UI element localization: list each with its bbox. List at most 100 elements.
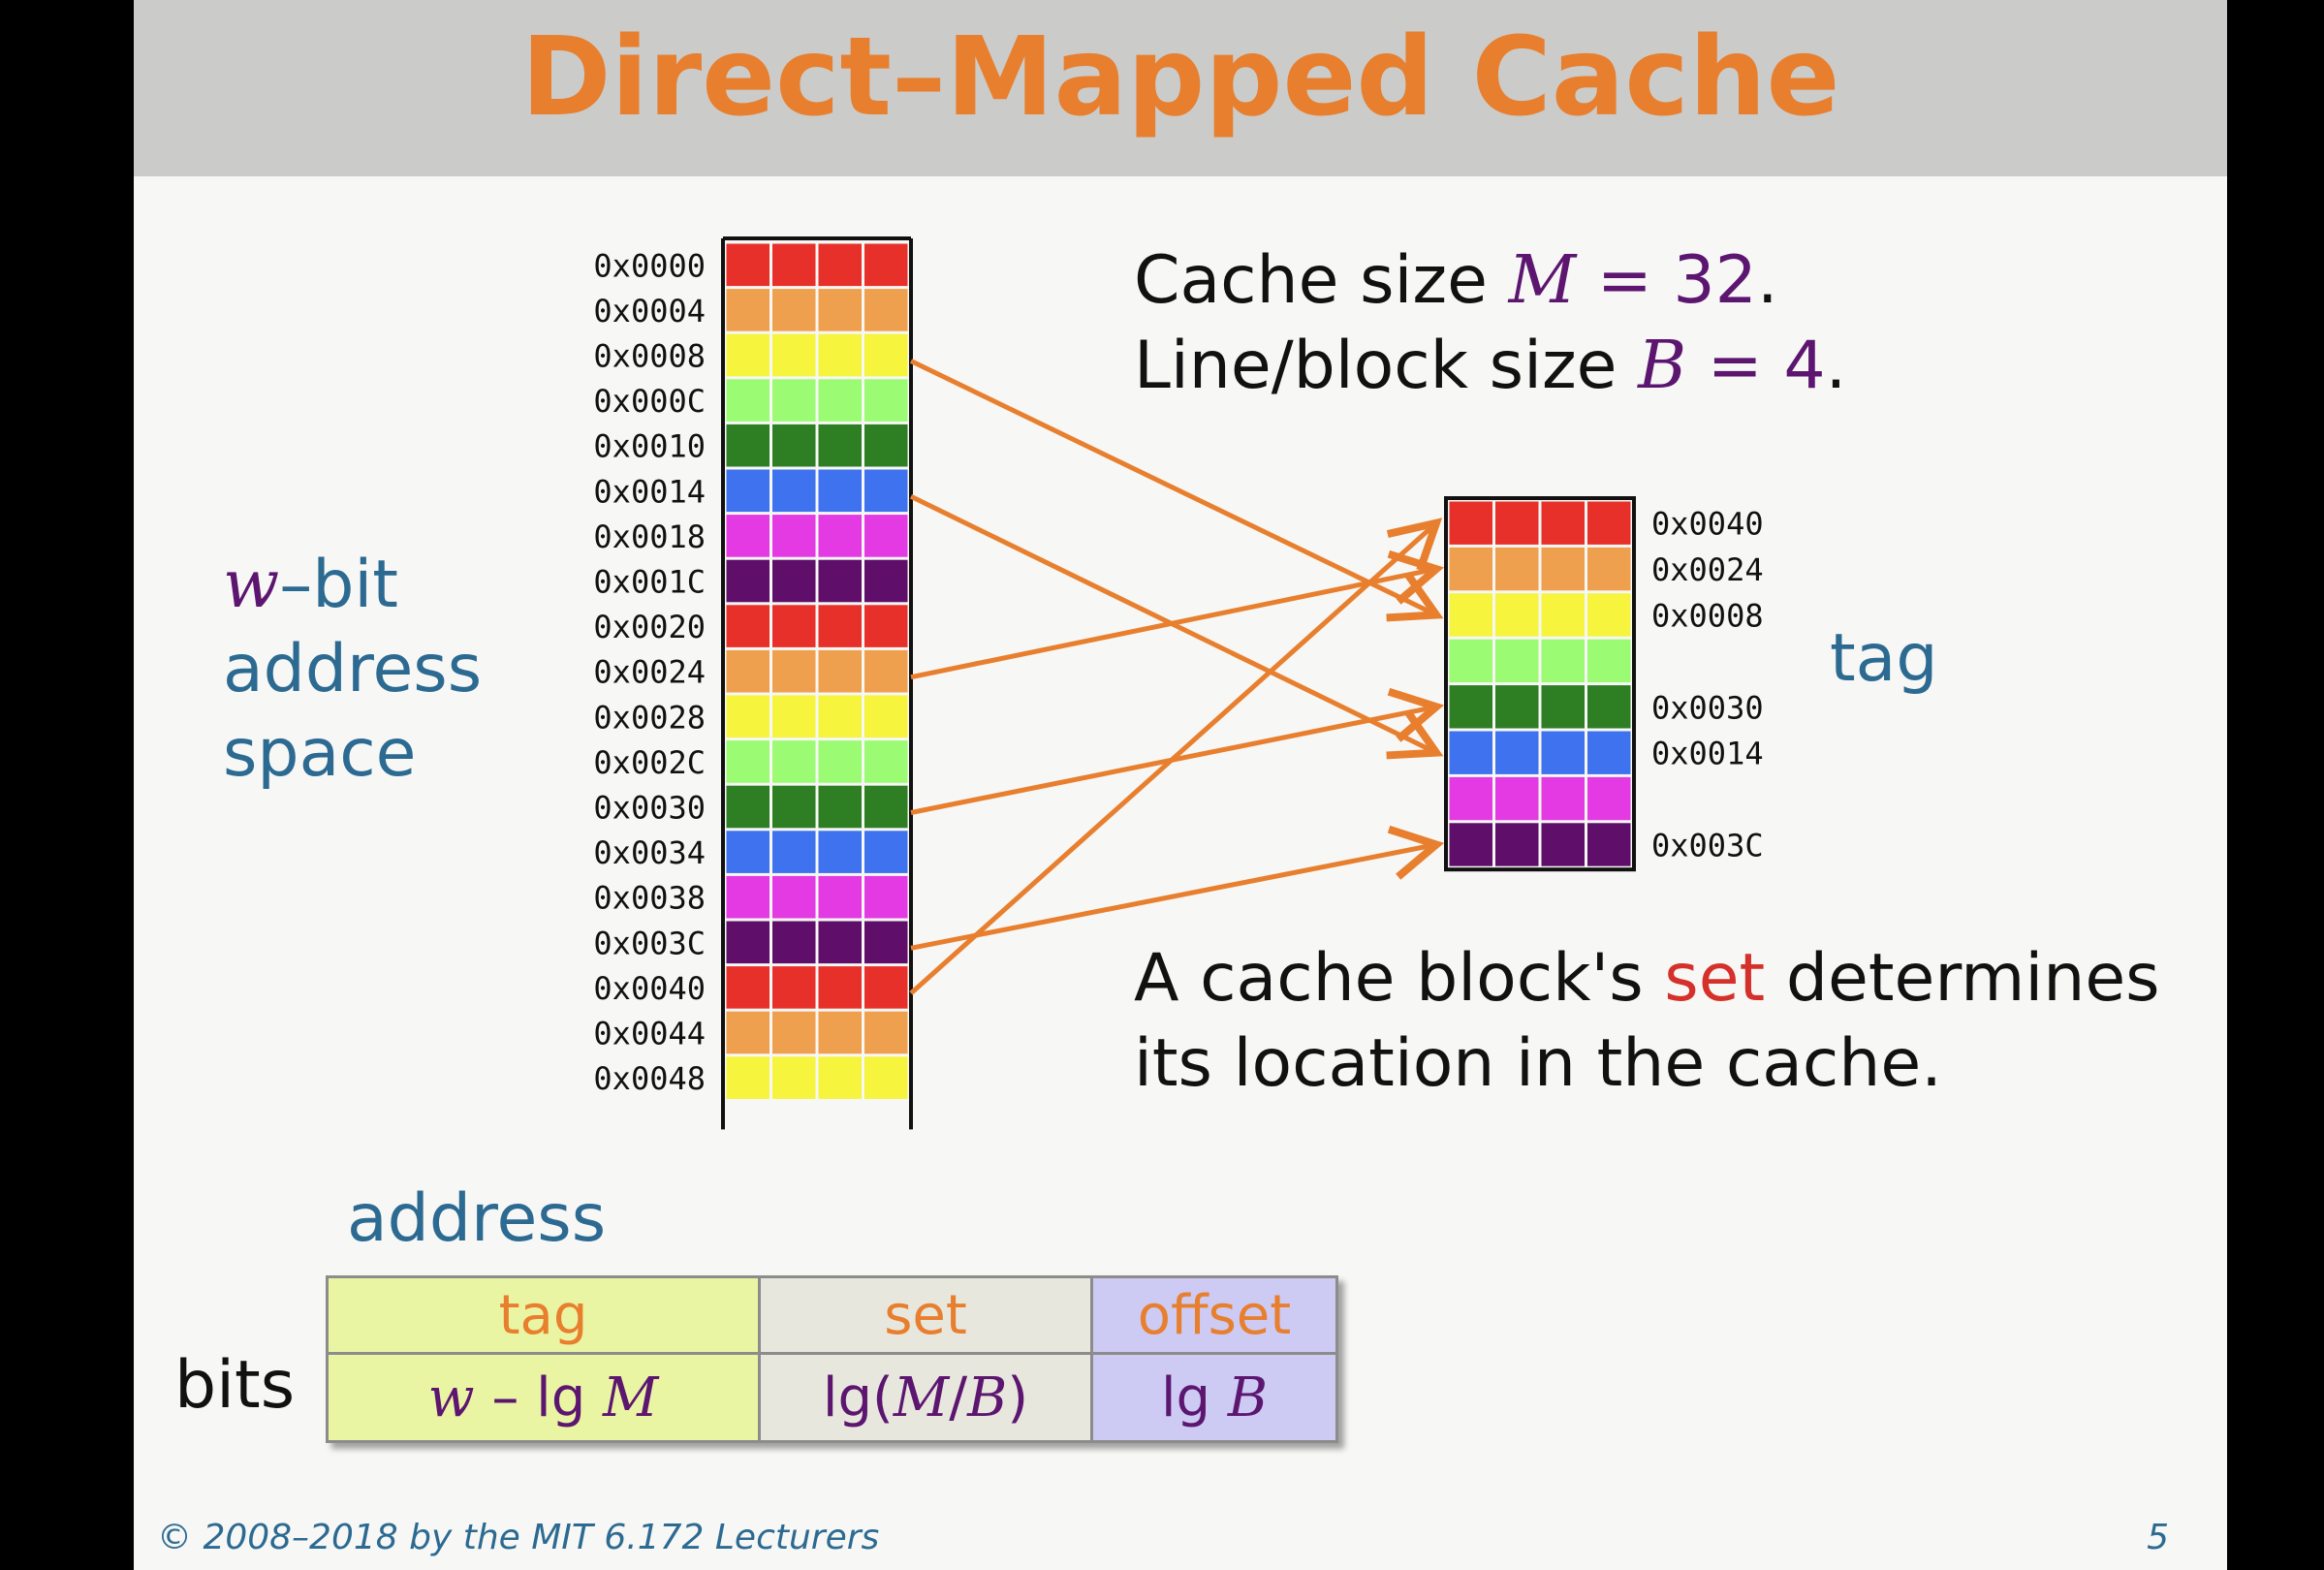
memory-address-label: 0x0000 [593,247,706,284]
memory-cell [772,695,816,738]
memory-cell [726,333,769,377]
memory-cell [772,740,816,783]
memory-cell [818,785,862,829]
memory-address-label: 0x0020 [593,609,706,645]
cache-cell [1541,731,1585,774]
bit-suffix: –bit [279,547,398,623]
memory-cell [818,649,862,693]
memory-cell [864,875,908,919]
address-field-header-row: tag set offset [326,1275,1338,1355]
tag-label: tag [1830,620,1938,697]
memory-cell [818,559,862,603]
cache-cell [1541,547,1585,591]
cache-size-statement: Cache size M = 32. [1134,242,1778,319]
cache-cell [1449,823,1492,866]
memory-cell [726,289,769,331]
cache-cell [1587,547,1631,591]
offset-field-bits: lg B [1090,1352,1338,1443]
cache-size-period: . [1756,242,1778,319]
memory-cell [772,1011,816,1054]
cache-tag-label: 0x0024 [1651,551,1764,588]
memory-address-label: 0x0034 [593,834,706,871]
memory-cell [818,740,862,783]
cache-cell [1541,823,1585,866]
memory-address-label: 0x0038 [593,880,706,917]
memory-cell [772,785,816,829]
cache-cell [1495,593,1539,637]
memory-cell [864,831,908,873]
cache-cell [1449,639,1492,683]
cache-cell [1495,501,1539,545]
set-sentence-line1: A cache block's set determines [1134,940,2160,1017]
memory-cell [726,469,769,513]
sentence-part-b: determines [1765,940,2160,1017]
memory-cell [726,921,769,964]
cache-cell [1587,731,1631,774]
title-bar [134,0,2227,176]
cache-border [1444,496,1636,872]
memory-cell [818,695,862,738]
mapping-arrow [910,825,1445,951]
memory-cell [818,921,862,964]
memory-cell [772,605,816,647]
memory-address-label: 0x0030 [593,790,706,827]
memory-cell [772,875,816,919]
w-symbol: w [427,1366,475,1429]
memory-cell [726,831,769,873]
memory-cell [726,740,769,783]
memory-address-label: 0x0018 [593,518,706,555]
address-label: address [347,1180,607,1257]
cache-cell [1541,593,1585,637]
set-field-bits: lg(M/B) [758,1352,1093,1443]
address-space-label: w–bit address space [223,543,482,796]
m-symbol: M [893,1366,950,1429]
memory-cell [864,1056,908,1099]
memory-address-label: 0x0044 [593,1016,706,1052]
memory-cell [772,649,816,693]
memory-cell [864,243,908,287]
offset-field-header: offset [1090,1275,1338,1355]
close-paren: ) [1007,1366,1029,1429]
memory-address-label: 0x002C [593,744,706,781]
memory-cell [864,515,908,557]
memory-address-label: 0x0014 [593,473,706,510]
memory-cell [726,966,769,1009]
mapping-arrows [909,359,1445,995]
memory-cell [772,469,816,513]
memory-cell [818,1011,862,1054]
memory-cell [864,740,908,783]
memory-cell [772,966,816,1009]
cache-size-value: = 32 [1576,242,1757,319]
slide-title: Direct–Mapped Cache [520,15,1840,141]
memory-cell [726,1011,769,1054]
memory-cell [726,515,769,557]
memory-cell [864,559,908,603]
memory-address-label: 0x0048 [593,1060,706,1097]
sentence-part-a: A cache block's [1134,940,1665,1017]
memory-address-label: 0x0024 [593,654,706,691]
cache-cell [1587,501,1631,545]
memory-cell [864,379,908,422]
cache-cell [1449,501,1492,545]
cache-tag-label: 0x0030 [1651,689,1764,726]
memory-address-label: 0x0008 [593,338,706,375]
memory-cell [726,1056,769,1099]
memory-address-label: 0x0028 [593,699,706,736]
memory-cell [864,424,908,467]
mapping-arrow [910,550,1445,680]
b-symbol: B [967,1366,1008,1429]
memory-cell [818,469,862,513]
memory-cell [726,649,769,693]
memory-cell [772,289,816,331]
cache-cell [1541,639,1585,683]
memory-cell [772,515,816,557]
cache-cell [1495,823,1539,866]
block-size-text: Line/block size [1134,328,1639,404]
memory-cell [772,424,816,467]
memory-cell [864,921,908,964]
space-word: space [223,715,417,792]
memory-cell [726,379,769,422]
memory-cell [818,1056,862,1099]
cache-cell [1587,639,1631,683]
